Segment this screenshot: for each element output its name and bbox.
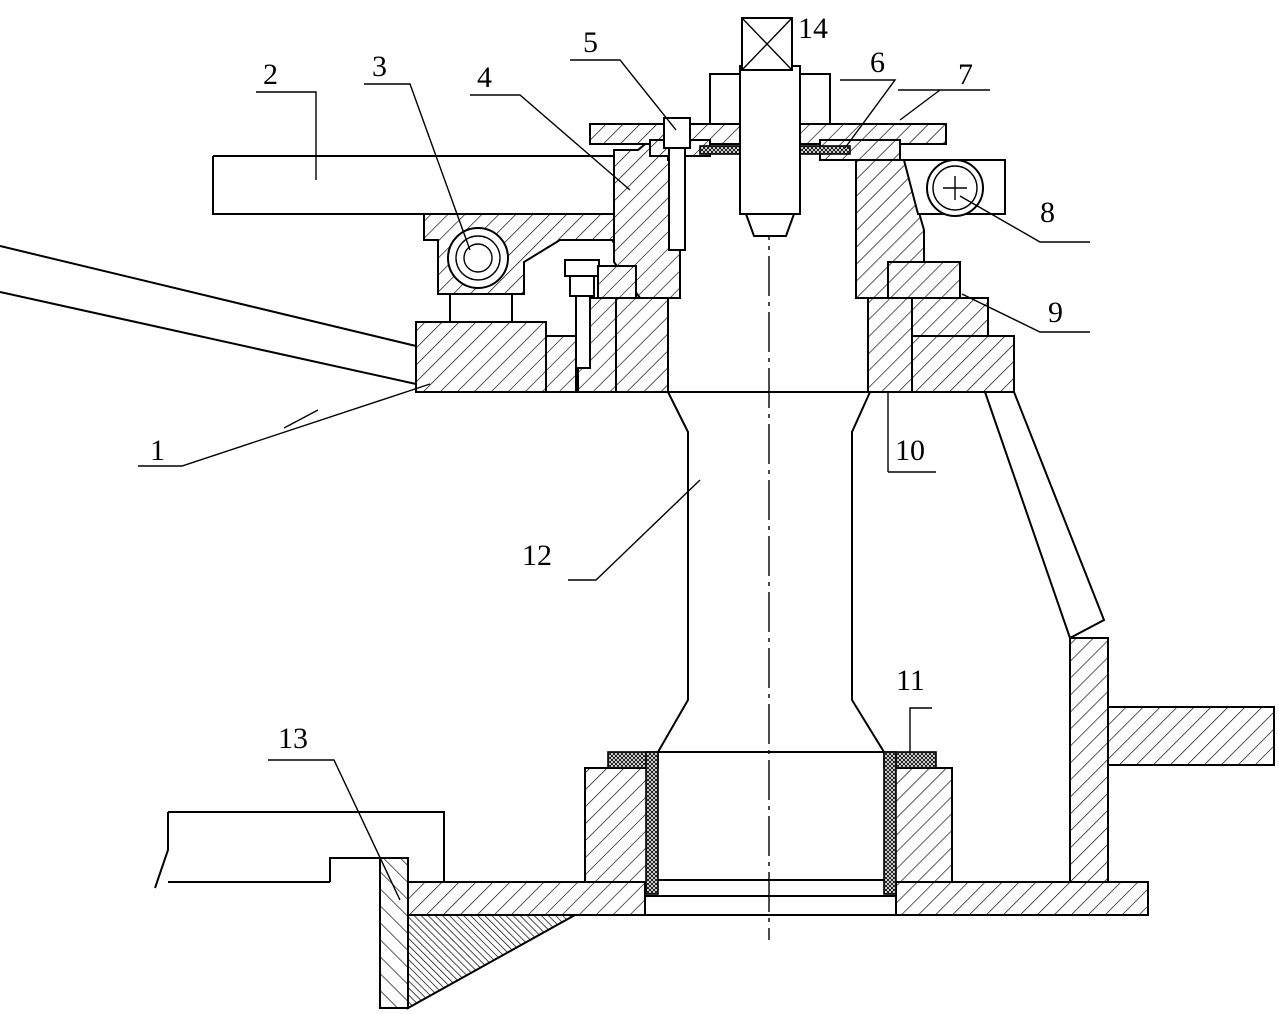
- screw-5: [663, 117, 691, 251]
- washer-6: [795, 145, 851, 155]
- label-12: 12: [522, 539, 552, 572]
- seal-ring-11: [607, 751, 937, 895]
- base-plate: [407, 881, 1149, 916]
- label-10: 10: [895, 434, 925, 467]
- label-8: 8: [1040, 196, 1055, 229]
- roller-8: [902, 159, 1006, 217]
- label-9: 9: [1048, 296, 1063, 329]
- left-rod-lower: [0, 291, 417, 385]
- label-3: 3: [372, 50, 387, 83]
- label-2: 2: [263, 58, 278, 91]
- bolt-left: [564, 259, 600, 369]
- label-1: 1: [150, 434, 165, 467]
- support-plate-10: [867, 297, 1015, 393]
- label-5: 5: [583, 26, 598, 59]
- left-frame-line: [154, 811, 445, 889]
- label-11: 11: [896, 664, 925, 697]
- label-4: 4: [477, 61, 492, 94]
- label-14: 14: [798, 12, 828, 45]
- leader-lines: [138, 40, 1090, 901]
- main-shaft-12: [657, 391, 885, 881]
- central-stud-14: [709, 17, 831, 237]
- bracket-13: [329, 857, 579, 1010]
- label-6: 6: [870, 46, 885, 79]
- left-rod-upper: [0, 245, 417, 347]
- arm-2: [212, 155, 615, 215]
- label-13: 13: [278, 722, 308, 755]
- washer-6b: [699, 145, 741, 155]
- label-7: 7: [958, 58, 973, 91]
- right-housing-wall: [984, 391, 1275, 883]
